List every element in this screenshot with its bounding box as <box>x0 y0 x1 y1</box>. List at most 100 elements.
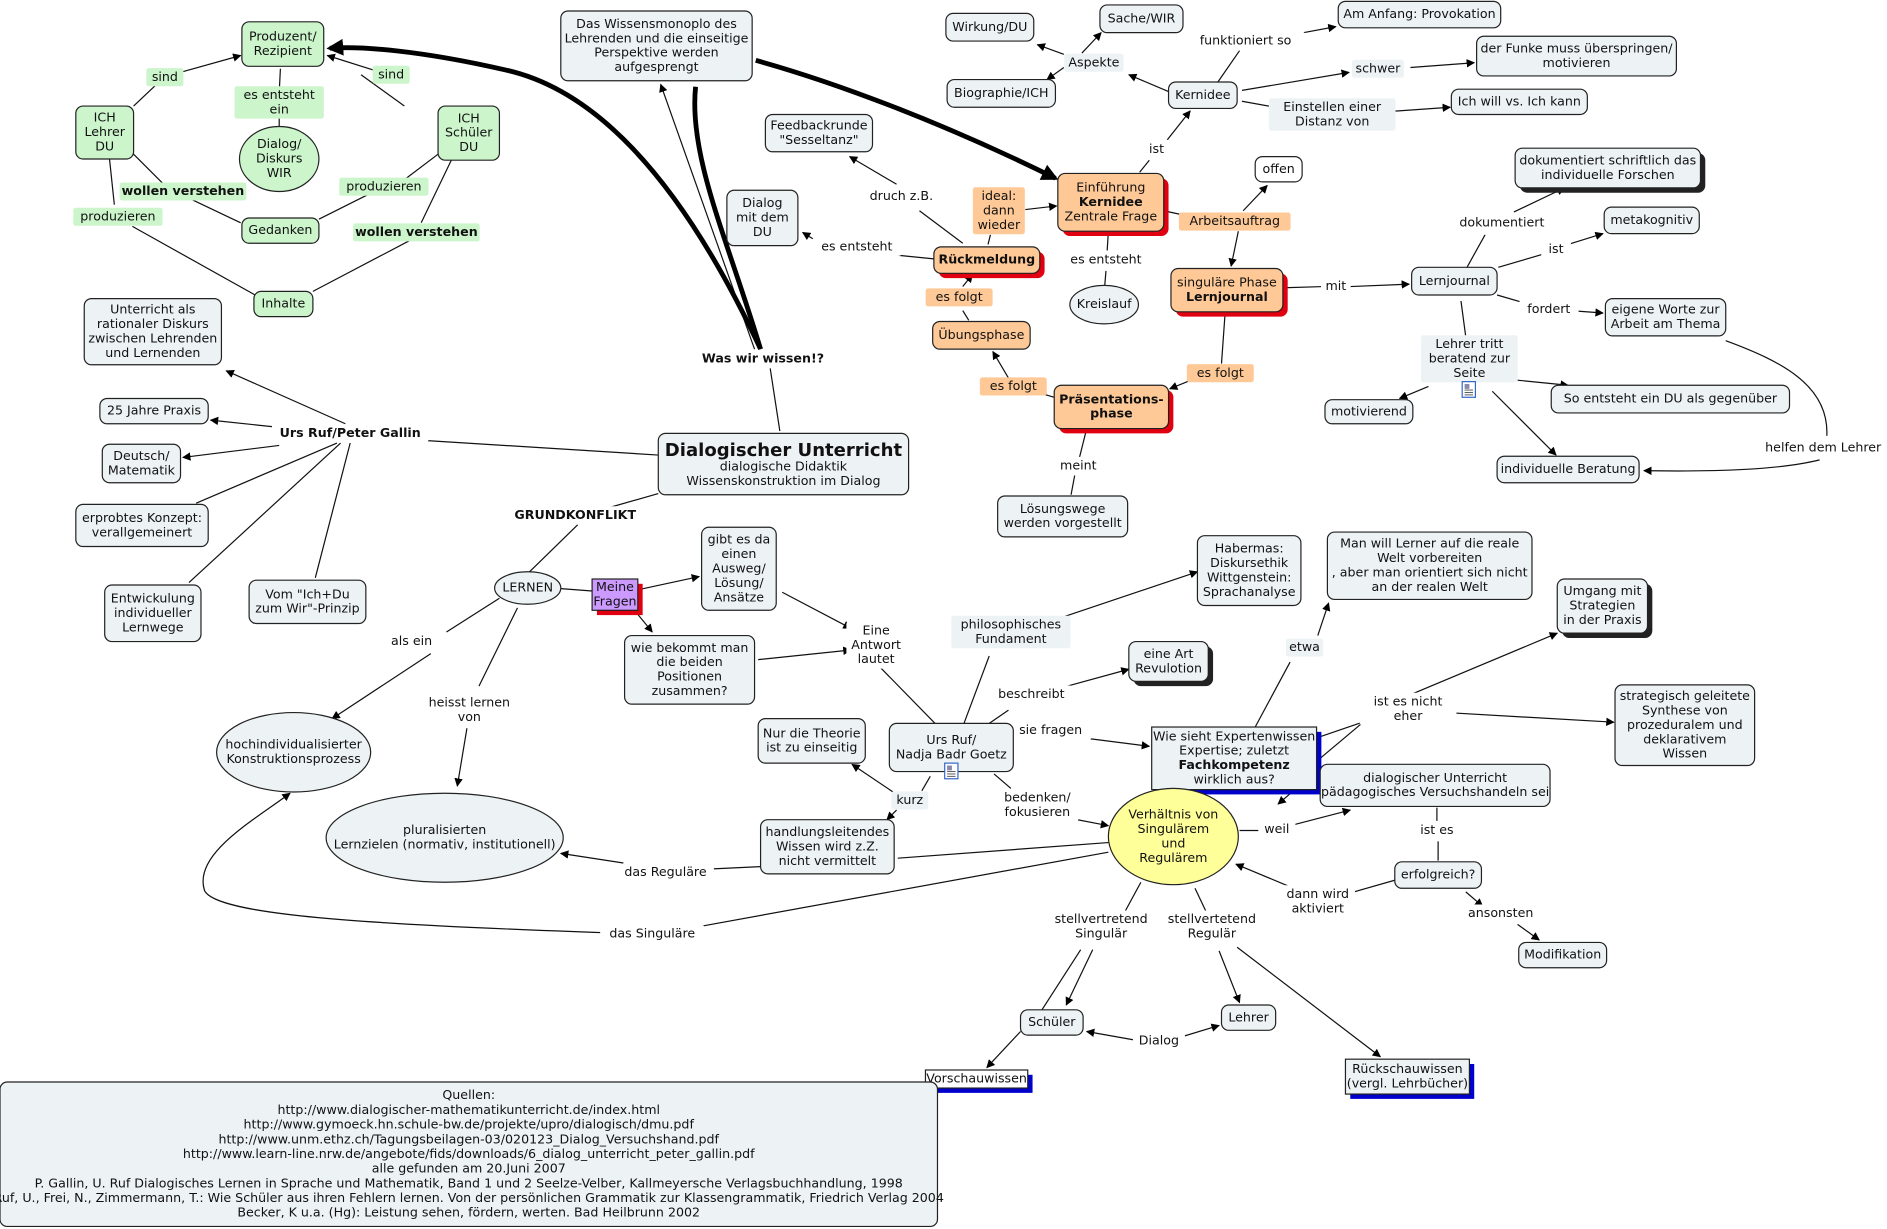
link-text: fordert <box>1527 301 1570 316</box>
text-line: http://www.learn-line.nrw.de/angebote/fi… <box>183 1146 755 1161</box>
concept-inhalte[interactable]: Inhalte <box>253 290 314 318</box>
text-line: Aspekte <box>1068 54 1119 69</box>
link-label-dialog: Dialog <box>1132 1032 1185 1051</box>
concept-produzent[interactable]: Produzent/Rezipient <box>241 21 325 67</box>
concept-modifikation[interactable]: Modifikation <box>1518 941 1608 969</box>
concept-metakognitiv[interactable]: metakognitiv <box>1603 206 1700 235</box>
concept-kreislauf[interactable]: Kreislauf <box>1069 284 1140 325</box>
text-line: lautet <box>858 651 895 666</box>
concept-individuelle[interactable]: individuelle Beratung <box>1496 455 1640 484</box>
text-line: individueller <box>114 605 193 620</box>
link-line <box>1567 231 1604 246</box>
concept-vorschau[interactable]: Vorschauwissen <box>924 1069 1033 1093</box>
concept-so-entsteht[interactable]: So entsteht ein DU als gegenüber <box>1550 384 1791 414</box>
concept-sache-wir[interactable]: Sache/WIR <box>1099 4 1184 34</box>
concept-offen[interactable]: offen <box>1254 155 1303 183</box>
concept-gedanken[interactable]: Gedanken <box>241 217 320 244</box>
text-line: 25 Jahre Praxis <box>107 403 201 418</box>
concept-kernidee[interactable]: Kernidee <box>1167 81 1238 110</box>
link-line <box>188 442 341 584</box>
link-line <box>1235 863 1294 889</box>
concept-uebungsphase[interactable]: Übungsphase <box>932 320 1031 350</box>
link-line <box>1254 661 1291 728</box>
concept-rueckschau[interactable]: Rückschauwissen(vergl. Lehrbücher) <box>1344 1058 1475 1099</box>
concept-schueler[interactable]: Schüler <box>1019 1009 1084 1036</box>
text-line: deklarativem <box>1643 731 1726 746</box>
text-line: dialogischer Unterricht <box>1363 770 1507 785</box>
concept-am-anfang[interactable]: Am Anfang: Provokation <box>1337 0 1502 29</box>
concept-funke[interactable]: der Funke muss überspringen/motivieren <box>1476 35 1677 77</box>
text-line: Urs Ruf/ <box>926 732 977 747</box>
concept-jahre25[interactable]: 25 Jahre Praxis <box>99 397 209 425</box>
concept-praesentation[interactable]: Präsentations-phase <box>1053 384 1174 434</box>
concept-wirkung-d-u[interactable]: Wirkung/DU <box>945 12 1035 42</box>
concept-quellen[interactable]: Quellen:http://www.dialogischer-mathemat… <box>0 1081 944 1228</box>
concept-feedback[interactable]: Feedbackrunde"Sesseltanz" <box>764 113 874 153</box>
link-line <box>1407 632 1559 697</box>
link-line <box>1410 59 1476 69</box>
concept-ich-will[interactable]: Ich will vs. Ich kann <box>1450 88 1588 116</box>
text-line: pädagogisches Versuchshandeln sei <box>1321 784 1549 799</box>
text-line: Wissen <box>1663 746 1708 761</box>
link-text: sind <box>378 66 404 81</box>
text-line: Fachkompetenz <box>1178 757 1289 772</box>
concept-lernjournal[interactable]: Lernjournal <box>1411 266 1498 296</box>
concept-motivierend[interactable]: motivierend <box>1324 399 1414 425</box>
text-line: druch z.B. <box>870 188 933 203</box>
text-line: "Sesseltanz" <box>779 132 858 147</box>
concept-erfolgreich[interactable]: erfolgreich? <box>1394 861 1483 889</box>
link-line <box>420 159 452 224</box>
concept-text: Quellen:http://www.dialogischer-mathemat… <box>0 1087 944 1219</box>
concept-erprobt[interactable]: erprobtes Konzept:verallgemeinert <box>75 503 209 548</box>
concept-urs-nadja[interactable]: Urs Ruf/Nadja Badr Goetz <box>888 722 1014 780</box>
text-line: ist zu einseitig <box>766 740 857 755</box>
concept-deutsch[interactable]: Deutsch/Matematik <box>101 443 182 484</box>
concept-lehrer[interactable]: Lehrer <box>1220 1004 1277 1031</box>
concept-biographie[interactable]: Biographie/ICH <box>946 78 1057 108</box>
document-icon[interactable] <box>1461 381 1477 398</box>
link-line <box>607 492 659 509</box>
text-line: gibt es da <box>708 531 771 546</box>
text-line: singuläre Phase <box>1177 275 1277 290</box>
document-icon[interactable] <box>944 762 959 780</box>
concept-lernen[interactable]: LERNEN <box>494 571 562 605</box>
link-curve <box>1643 459 1820 476</box>
concept-rueckmeldung[interactable]: Rückmeldung <box>933 246 1045 279</box>
